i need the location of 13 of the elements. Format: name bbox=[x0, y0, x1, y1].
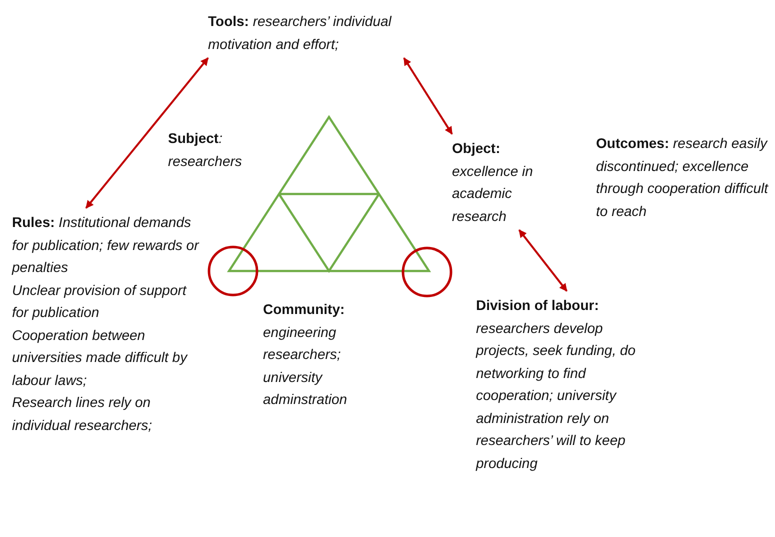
double-arrow bbox=[518, 229, 568, 292]
note-paragraph: Rules: Institutional demands for publication; few rewards or penalties bbox=[12, 213, 200, 277]
activity-label: Object: excellence in academic research bbox=[452, 137, 564, 227]
activity-label: Tools: researchers’ individual motivation and effort; bbox=[208, 10, 453, 55]
activity-label: Outcomes: research easily discontinued; excellence through cooperation difficult to reach bbox=[596, 132, 774, 222]
double-arrow bbox=[85, 57, 209, 209]
activity-label: Division of labour: researchers develop projects, seek funding, do networking to find cooperation; university administration rely on researchers’ will to keep producing bbox=[476, 294, 641, 474]
note-paragraph: Cooperation between universities made difficult by labour laws; bbox=[12, 326, 189, 390]
note-paragraph: Unclear provision of support for publication bbox=[12, 280, 188, 322]
activity-label: Community: engineering researchers; university adminstration bbox=[263, 298, 388, 410]
note-paragraph: Research lines rely on individual researchers; bbox=[12, 393, 154, 434]
double-arrow bbox=[403, 57, 453, 135]
activity-label: Subject: researchers bbox=[168, 127, 273, 172]
